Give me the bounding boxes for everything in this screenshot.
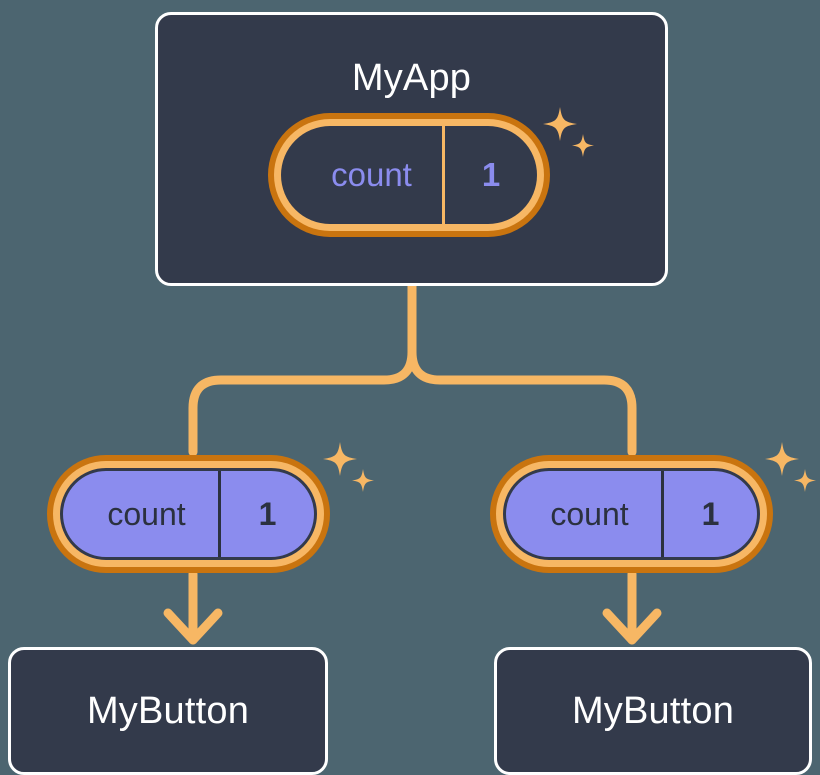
state-value-root: 1	[442, 126, 537, 224]
connector-branch-left	[188, 347, 417, 457]
leaf-title-mybutton-right: MyButton	[571, 689, 735, 732]
sparkle-group-child-left	[323, 442, 374, 492]
state-pill-root[interactable]: count 1	[268, 113, 550, 237]
state-value-child-left: 1	[218, 471, 314, 557]
state-key-child-right: count	[550, 495, 629, 532]
state-pill-face: count 1	[503, 468, 760, 560]
state-key-child-left: count	[107, 495, 186, 532]
arrow-down-right	[602, 569, 662, 645]
state-pill-face: count 1	[60, 468, 317, 560]
state-pill-inner-ring: count 1	[53, 461, 324, 567]
state-pill-inner-ring: count 1	[496, 461, 767, 567]
state-pill-face: count 1	[281, 126, 537, 224]
sparkle-four-point-small-icon	[352, 469, 374, 492]
sparkle-four-point-small-icon	[794, 469, 816, 492]
state-pill-inner-ring: count 1	[274, 119, 544, 231]
sparkle-four-point-large-icon	[323, 442, 357, 476]
connector-branch-right	[407, 347, 637, 457]
arrow-down-left	[163, 569, 223, 645]
component-title-myapp: MyApp	[351, 57, 472, 99]
sparkle-four-point-large-icon	[765, 442, 799, 476]
state-key-root: count	[331, 156, 412, 193]
sparkle-group-child-right	[765, 442, 816, 492]
leaf-card-mybutton-left[interactable]: MyButton	[8, 647, 328, 775]
state-pill-child-left[interactable]: count 1	[47, 455, 330, 573]
state-value-child-right: 1	[661, 471, 757, 557]
state-pill-child-right[interactable]: count 1	[490, 455, 773, 573]
leaf-card-mybutton-right[interactable]: MyButton	[494, 647, 812, 775]
leaf-title-mybutton-left: MyButton	[86, 689, 250, 732]
